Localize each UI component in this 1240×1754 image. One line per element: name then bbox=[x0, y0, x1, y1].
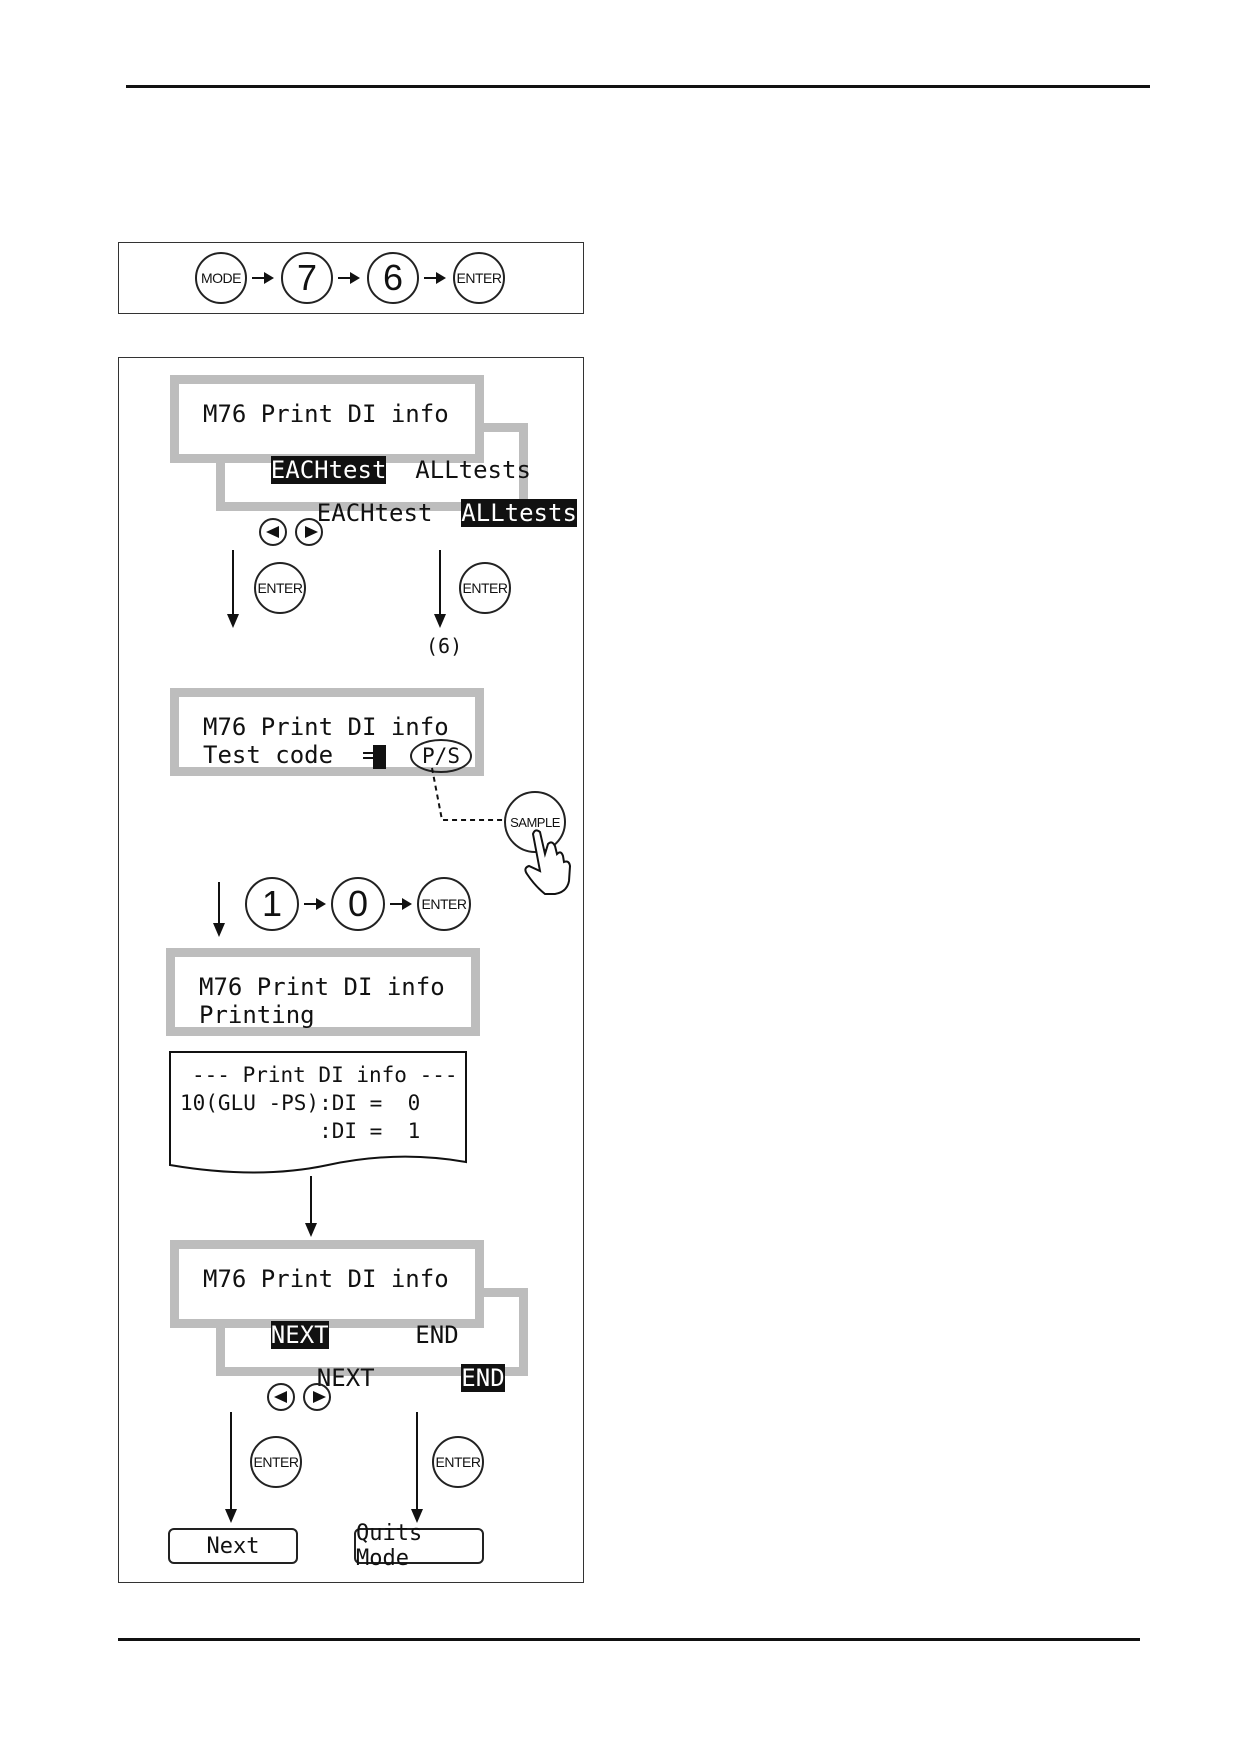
screen-title: M76 Print DI info bbox=[203, 713, 449, 741]
printout-row: 10(GLU -PS):DI = 0 bbox=[180, 1091, 421, 1115]
option-end-selected: END bbox=[461, 1364, 505, 1392]
lcd-screen-eachtest: M76 Print DI info EACHtest ALLtests bbox=[170, 375, 531, 484]
option-next-selected: NEXT bbox=[270, 1321, 329, 1349]
enter-key[interactable]: ENTER bbox=[254, 562, 306, 614]
down-arrow-icon bbox=[411, 1412, 423, 1523]
option-eachtest-selected: EACHtest bbox=[270, 456, 387, 484]
quit-mode-result-box: Quits Mode bbox=[354, 1521, 484, 1571]
printout-header: --- Print DI info --- bbox=[192, 1063, 458, 1087]
arrow-right-icon bbox=[338, 272, 360, 284]
lcd-screen-printing: M76 Print DI info Printing bbox=[166, 948, 480, 1036]
next-result-box: Next bbox=[168, 1528, 298, 1564]
reference-label: (6) bbox=[426, 634, 463, 658]
option-eachtest: EACHtest bbox=[316, 499, 433, 527]
down-arrow-icon bbox=[225, 1412, 237, 1523]
arrow-right-icon bbox=[424, 272, 446, 284]
key-sequence-box: MODE 7 6 ENTER bbox=[118, 242, 584, 314]
printout-row: :DI = 1 bbox=[180, 1119, 421, 1143]
left-arrow-key-icon[interactable] bbox=[267, 1383, 295, 1411]
right-arrow-key-icon[interactable] bbox=[303, 1383, 331, 1411]
test-code-field: Test code = bbox=[203, 741, 391, 769]
key-1[interactable]: 1 bbox=[245, 877, 299, 931]
screen-title: M76 Print DI info bbox=[203, 400, 449, 428]
printing-status: Printing bbox=[199, 1001, 315, 1029]
down-arrow-icon bbox=[227, 550, 239, 628]
cursor-block bbox=[373, 745, 386, 769]
lcd-screen-next: M76 Print DI info NEXT END bbox=[170, 1240, 484, 1349]
right-arrow-key-icon[interactable] bbox=[295, 518, 323, 546]
printout-paper bbox=[169, 1051, 467, 1174]
enter-key[interactable]: ENTER bbox=[250, 1436, 302, 1488]
ps-marker: P/S bbox=[410, 739, 472, 773]
footer-rule bbox=[118, 1638, 1140, 1641]
down-arrow-icon bbox=[213, 882, 225, 937]
option-alltests: ALLtests bbox=[415, 456, 531, 484]
key-7[interactable]: 7 bbox=[281, 252, 333, 304]
enter-key[interactable]: ENTER bbox=[453, 252, 505, 304]
mode-key[interactable]: MODE bbox=[195, 252, 247, 304]
enter-key[interactable]: ENTER bbox=[459, 562, 511, 614]
key-6[interactable]: 6 bbox=[367, 252, 419, 304]
arrow-right-icon bbox=[390, 898, 412, 910]
arrow-right-icon bbox=[304, 898, 326, 910]
option-end: END bbox=[415, 1321, 459, 1349]
arrow-right-icon bbox=[252, 272, 274, 284]
header-rule bbox=[126, 85, 1150, 88]
left-arrow-key-icon[interactable] bbox=[259, 518, 287, 546]
down-arrow-icon bbox=[434, 550, 446, 628]
option-alltests-selected: ALLtests bbox=[461, 499, 577, 527]
enter-key[interactable]: ENTER bbox=[432, 1436, 484, 1488]
hand-pointer-icon bbox=[524, 829, 572, 895]
down-arrow-icon bbox=[305, 1176, 317, 1237]
enter-key[interactable]: ENTER bbox=[417, 877, 471, 931]
screen-title: M76 Print DI info bbox=[203, 1265, 449, 1293]
key-0[interactable]: 0 bbox=[331, 877, 385, 931]
screen-title: M76 Print DI info bbox=[199, 973, 445, 1001]
lcd-screen-test-code: M76 Print DI info Test code = P/S bbox=[170, 688, 484, 776]
